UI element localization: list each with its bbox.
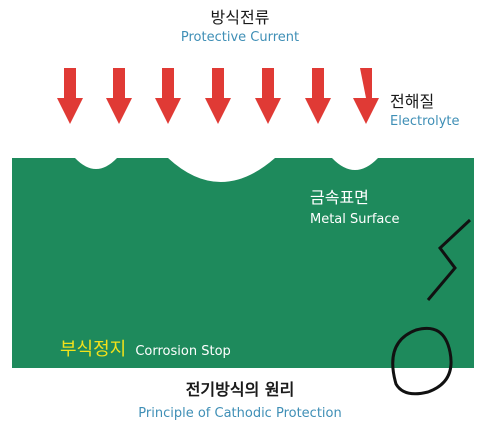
top-label-ko: 방식전류 bbox=[210, 8, 270, 27]
corrosion-stop-label: 부식정지 Corrosion Stop bbox=[60, 335, 320, 361]
metal-surface-label-ko: 금속표면 bbox=[310, 188, 369, 207]
watermark-letter-n bbox=[426, 218, 472, 301]
arrow-group bbox=[57, 68, 379, 124]
watermark bbox=[391, 218, 472, 396]
corrosion-stop-label-en: Corrosion Stop bbox=[135, 344, 231, 359]
top-label-en: Protective Current bbox=[180, 30, 300, 45]
arrow-3 bbox=[155, 68, 181, 124]
electrolyte-label-en: Electrolyte bbox=[390, 114, 460, 129]
caption-en: Principle of Cathodic Protection bbox=[138, 406, 342, 421]
arrow-5 bbox=[255, 68, 281, 124]
watermark-letter-o bbox=[391, 326, 453, 396]
metal-surface-label: 금속표면 Metal Surface bbox=[310, 184, 450, 227]
caption-ko: 전기방식의 원리 bbox=[185, 380, 295, 399]
corrosion-stop-label-ko: 부식정지 bbox=[60, 339, 127, 360]
arrow-1 bbox=[57, 68, 83, 124]
metal-surface-block bbox=[12, 158, 474, 368]
arrow-6 bbox=[305, 68, 331, 124]
electrolyte-label: 전해질 Electrolyte bbox=[390, 88, 480, 129]
electrolyte-label-ko: 전해질 bbox=[390, 92, 435, 111]
metal-surface-label-en: Metal Surface bbox=[310, 212, 400, 227]
caption: 전기방식의 원리 Principle of Cathodic Protectio… bbox=[120, 376, 360, 421]
arrow-7 bbox=[353, 68, 379, 124]
arrow-4 bbox=[205, 68, 231, 124]
top-label: 방식전류 Protective Current bbox=[140, 4, 340, 45]
arrow-2 bbox=[106, 68, 132, 124]
